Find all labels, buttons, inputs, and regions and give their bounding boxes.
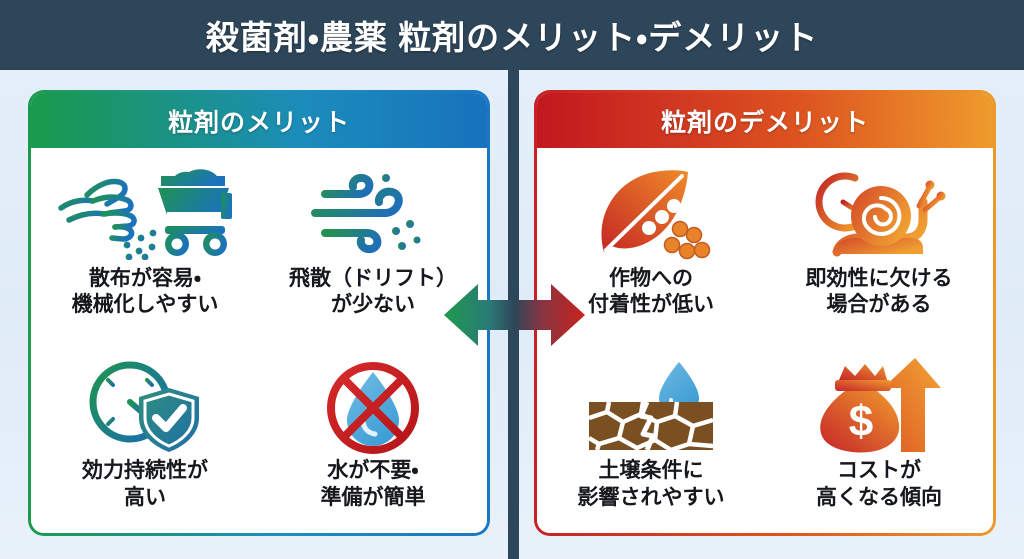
merit-item-2-label: 飛散（ドリフト） が少ない	[289, 266, 457, 317]
demerit-item-1[interactable]: 作物への 付着性が低い	[537, 148, 765, 341]
panel-demerit-body: 作物への 付着性が低い	[537, 148, 993, 533]
snail-with-clock-icon	[811, 166, 947, 262]
demerit-item-3-label: 土壌条件に 影響されやすい	[577, 459, 725, 509]
merit-item-1-label: 散布が容易・ 機械化しやすい	[71, 266, 219, 317]
demerit-item-4[interactable]: $ コストが 高くなる傾向	[765, 341, 993, 534]
merit-item-2[interactable]: 飛散（ドリフト） が少ない	[259, 148, 487, 341]
merit-item-1[interactable]: 散布が容易・ 機械化しやすい	[31, 148, 259, 341]
leaf-with-falling-granules-icon	[590, 166, 712, 262]
merit-item-4[interactable]: 水が不要・ 準備が簡単	[259, 341, 487, 534]
demerit-item-1-label: 作物への 付着性が低い	[588, 266, 714, 317]
merit-item-4-label: 水が不要・ 準備が簡単	[320, 459, 426, 509]
panel-demerit-inner: 粒剤のデメリット	[537, 93, 993, 533]
demerit-item-3[interactable]: 土壌条件に 影響されやすい	[537, 341, 765, 534]
merit-item-3-label: 効力持続性が 高い	[82, 459, 208, 509]
panel-demerit-title: 粒剤のデメリット	[537, 93, 993, 148]
panel-merit-inner: 粒剤のメリット	[31, 93, 487, 533]
panel-demerit: 粒剤のデメリット	[534, 90, 996, 536]
panel-merit-title: 粒剤のメリット	[31, 93, 487, 148]
panel-merit-body: 散布が容易・ 機械化しやすい	[31, 148, 487, 533]
merit-item-3[interactable]: 効力持続性が 高い	[31, 341, 259, 534]
no-water-droplet-icon	[319, 358, 427, 455]
demerit-item-4-label: コストが 高くなる傾向	[816, 459, 942, 509]
clock-with-shield-check-icon	[85, 358, 205, 454]
double-headed-arrow-icon	[444, 281, 585, 349]
header-bar: 殺菌剤・農薬 粒剤のメリット・デメリット	[0, 0, 1024, 70]
money-bag-with-up-arrow-icon: $	[815, 358, 943, 454]
svg-text:$: $	[849, 397, 873, 446]
demerit-item-2-label: 即効性に欠ける 場合がある	[805, 266, 953, 317]
cracked-soil-with-droplet-icon	[585, 358, 717, 454]
wind-drift-icon	[307, 166, 439, 262]
page-title: 殺菌剤・農薬 粒剤のメリット・デメリット	[205, 19, 819, 56]
panel-merit: 粒剤のメリット	[28, 90, 490, 536]
hand-spreading-granules-and-spreader-cart-icon	[57, 166, 233, 262]
demerit-item-2[interactable]: 即効性に欠ける 場合がある	[765, 148, 993, 341]
